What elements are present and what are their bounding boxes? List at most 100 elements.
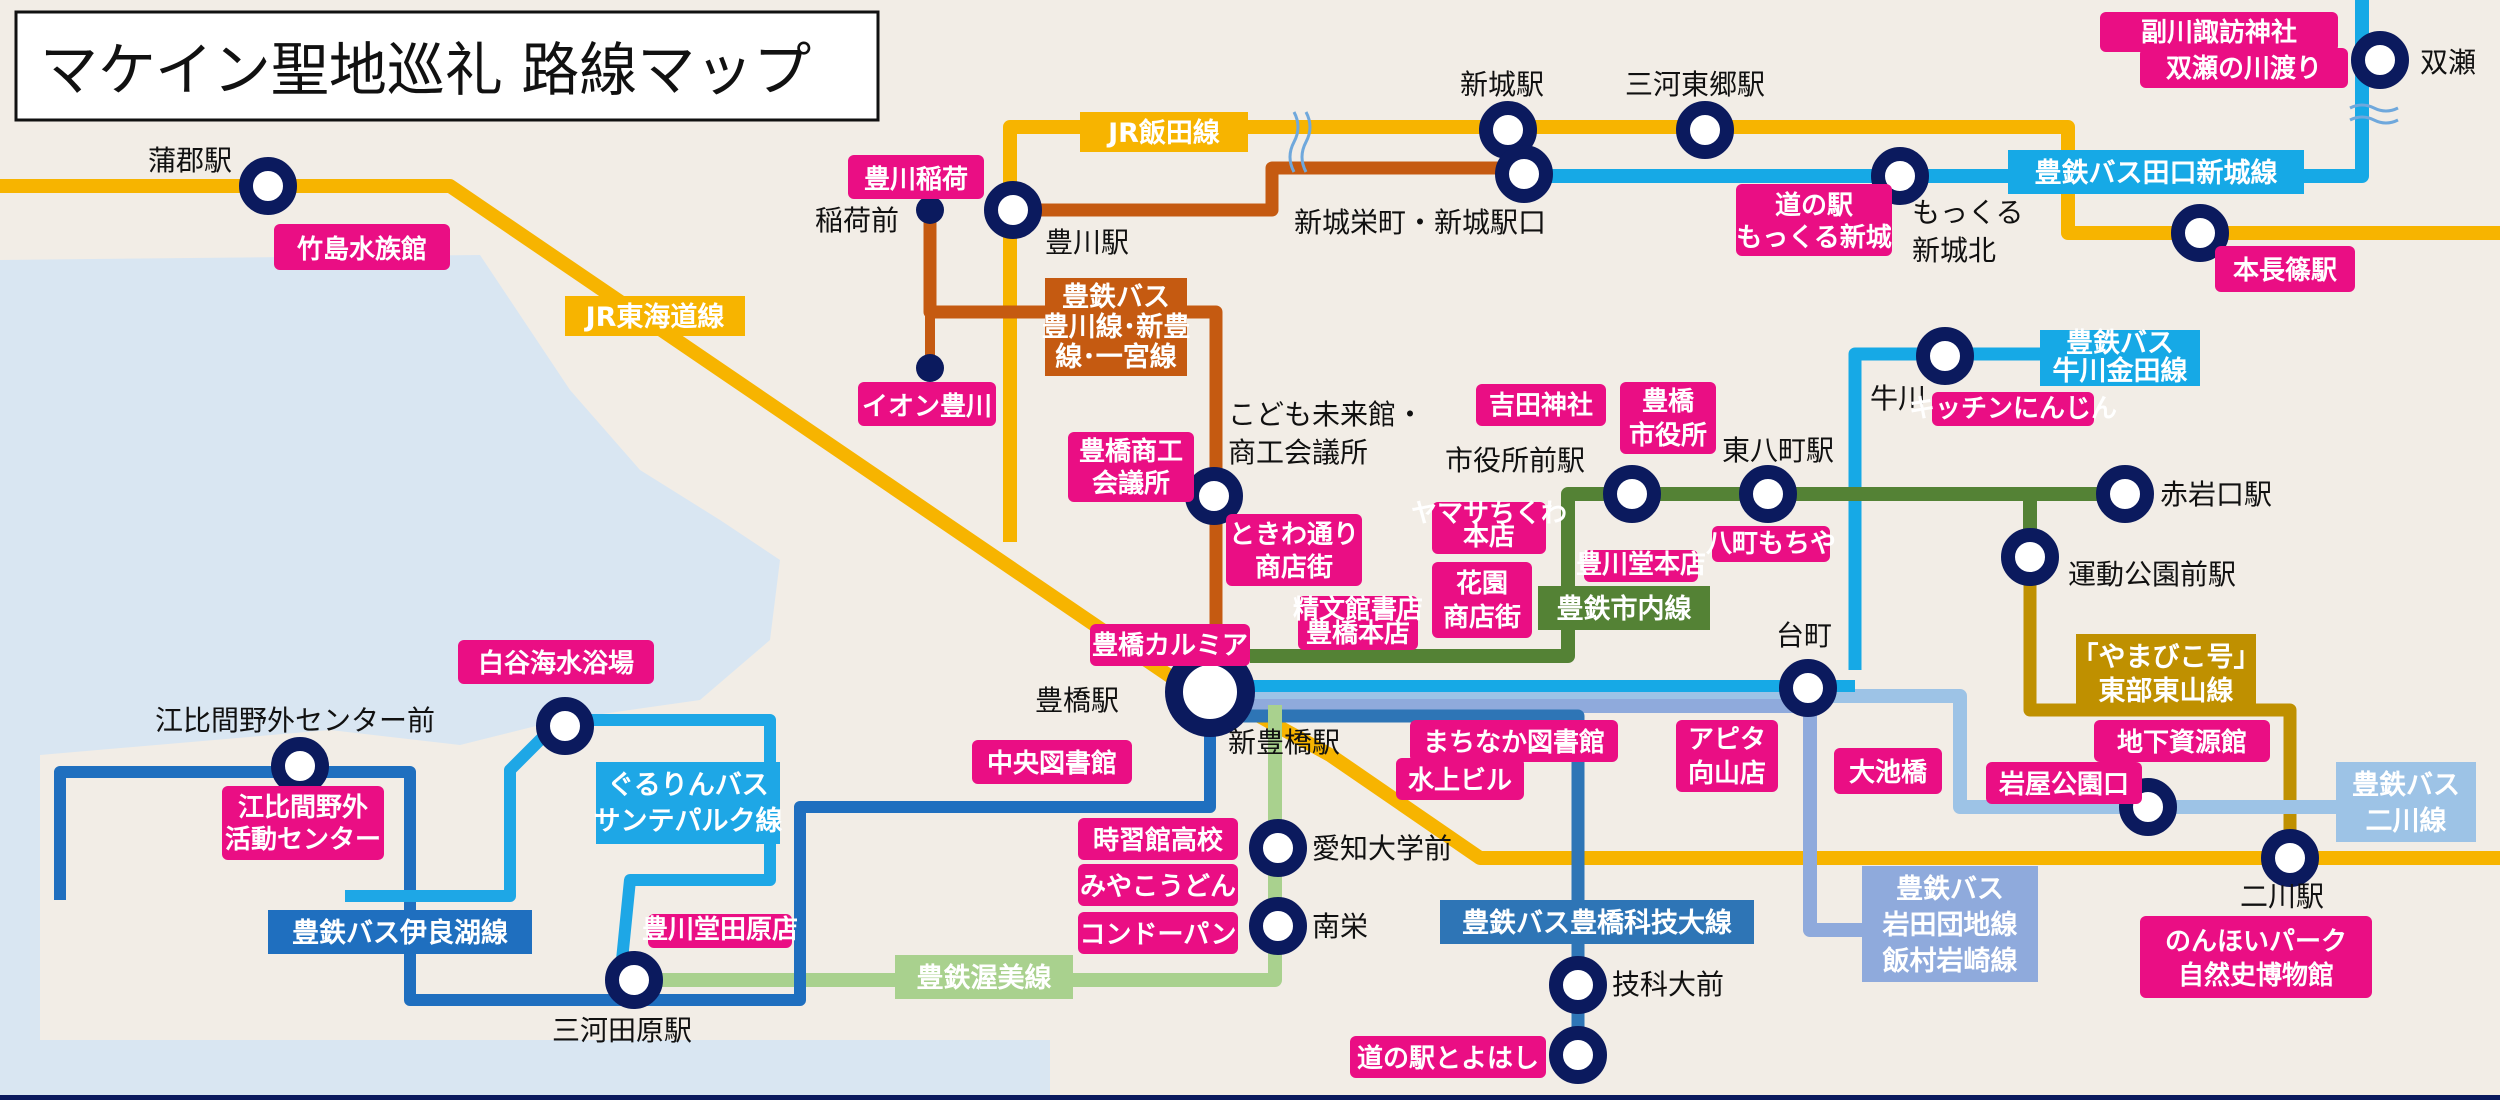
svg-text:豊川稲荷: 豊川稲荷 [864,165,968,195]
svg-text:豊橋: 豊橋 [1642,387,1695,417]
station-label-akaiwaguchi: 赤岩口駅 [2160,478,2272,511]
spot-box-seibunkan[interactable] [1298,596,1418,650]
station-label-toyokawa: 豊川駅 [1045,226,1129,259]
station-label-inari: 稲荷前 [815,204,899,237]
spot-box-chika[interactable] [2094,720,2270,762]
route-label-bus-ushikawa: 豊鉄バス 牛川金田線 [2040,327,2200,387]
station-marker-inari[interactable] [916,196,944,224]
station-marker-daimachi[interactable] [1779,659,1837,717]
svg-text:二川線: 二川線 [2366,805,2447,837]
spot-box-futase-kawa[interactable] [2140,48,2348,88]
svg-text:江比間野外: 江比間野外 [238,793,368,823]
spot-box-toyokawado-honten[interactable] [1584,550,1698,582]
svg-text:豊鉄バス伊良湖線: 豊鉄バス伊良湖線 [292,917,508,949]
svg-text:キッチンにんじん: キッチンにんじん [1909,394,2117,424]
station-marker-ushikawa[interactable] [1916,327,1974,385]
svg-text:中央図書館: 中央図書館 [987,748,1117,779]
svg-text:岩屋公園口: 岩屋公園口 [1998,770,2129,800]
route-line-shinai [1250,487,2130,663]
spot-box-miyako[interactable] [1078,864,1238,906]
svg-text:自然史博物館: 自然史博物館 [2178,960,2334,991]
svg-text:豊鉄市内線: 豊鉄市内線 [1557,593,1692,625]
spot-box-nonhoi[interactable] [2140,916,2372,998]
station-marker-futase[interactable] [2351,31,2409,89]
spot-box-futase-suwa[interactable] [2100,12,2338,52]
station-marker-toyohashi[interactable] [1165,647,1255,737]
svg-text:精文館書店: 精文館書店 [1293,594,1423,625]
station-marker-ebima[interactable] [271,737,329,795]
svg-text:ヤマサちくわ: ヤマサちくわ [1411,499,1567,529]
station-marker-toyokawa[interactable] [984,181,1042,239]
station-marker-honnagashino[interactable] [2171,204,2229,262]
svg-text:向山店: 向山店 [1688,758,1766,789]
spot-box-shirotani[interactable] [458,640,654,684]
station-marker-mikawa-tahara[interactable] [605,951,663,1009]
station-marker-mikawa-togo[interactable] [1676,101,1734,159]
spot-box-kitchen-ninjin[interactable] [1932,392,2094,426]
svg-text:豊川線･新豊: 豊川線･新豊 [1042,311,1191,343]
spot-box-jishukan[interactable] [1078,818,1238,860]
river-mark-iida [1288,111,1312,173]
spot-box-calmia[interactable] [1090,624,1250,666]
svg-text:道の駅とよはし: 道の駅とよはし [1357,1043,1539,1074]
spot-box-tokiwa[interactable] [1226,514,1362,586]
station-label-ushikawa: 牛川 [1870,382,1926,415]
station-label-futagawa-st: 二川駅 [2240,880,2324,913]
station-marker-undokoen[interactable] [2001,528,2059,586]
spot-box-oike[interactable] [1834,748,1942,794]
spot-box-machinaka[interactable] [1410,720,1618,762]
station-marker-futagawa-st[interactable] [2261,829,2319,887]
spot-box-aeon[interactable] [858,382,996,426]
spot-box-michinoeki-mokkuru[interactable] [1736,184,1892,256]
svg-text:飯村岩崎線: 飯村岩崎線 [1883,945,2018,977]
station-marker-aeon[interactable] [916,354,944,382]
station-label-minamisakae: 南栄 [1312,910,1368,943]
station-marker-gikadai[interactable] [1549,956,1607,1014]
svg-text:豊鉄バス: 豊鉄バス [2066,327,2174,359]
spot-box-ebima-center[interactable] [222,786,384,860]
station-marker-higashi-hatcho[interactable] [1739,465,1797,523]
station-label-aichi-univ: 愛知大学前 [1312,832,1452,865]
spot-labels [222,12,2372,1078]
spot-box-apita[interactable] [1676,720,1778,792]
station-marker-michinoeki-toyohashi[interactable] [1549,1026,1607,1084]
svg-text:豊鉄バス: 豊鉄バス [2352,769,2460,801]
svg-text:豊鉄渥美線: 豊鉄渥美線 [917,962,1052,994]
route-label-bus-toyokawa: 豊鉄バス 豊川線･新豊 線･一宮線 [1042,278,1191,376]
spot-box-kaen[interactable] [1432,562,1532,638]
spot-box-condor[interactable] [1078,912,1238,954]
route-line-futagawa [1210,689,2430,814]
route-label-futagawa: 豊鉄バス 二川線 [2336,762,2476,842]
spot-box-toyokawado-tahara[interactable] [648,914,792,948]
svg-text:豊橋カルミア: 豊橋カルミア [1092,631,1248,661]
station-marker-shirotani[interactable] [536,697,594,755]
spot-box-chuo-lib[interactable] [972,740,1132,784]
station-label-daimachi: 台町 [1776,619,1832,652]
spot-box-michinoeki-toyohashi[interactable] [1350,1036,1546,1078]
svg-text:豊鉄バス豊橋科技大線: 豊鉄バス豊橋科技大線 [1462,907,1732,939]
station-marker-minamisakae[interactable] [1249,897,1307,955]
station-marker-shinshiro-sakae[interactable] [1495,145,1553,203]
spot-box-toyokawa-inari[interactable] [848,155,984,199]
station-marker-aichi-univ[interactable] [1249,819,1307,877]
spot-box-yoshida-jinja[interactable] [1476,384,1606,426]
station-label-gikadai: 技科大前 [1612,968,1724,1001]
station-marker-shiyakusho[interactable] [1603,465,1661,523]
station-marker-gamagori[interactable] [239,157,297,215]
spot-box-shoko[interactable] [1068,432,1194,502]
station-label-mokkuru-2: 新城北 [1912,234,1996,267]
spot-box-mizukami[interactable] [1396,758,1524,800]
route-label-higashiyama: 「やまびこ号」 東部東山線 [2072,634,2261,714]
svg-text:豊川堂本店: 豊川堂本店 [1576,550,1706,580]
route-label-atsumi: 豊鉄渥美線 [895,955,1073,999]
spot-box-takeshima[interactable] [274,224,450,270]
station-marker-akaiwaguchi[interactable] [2096,465,2154,523]
spot-box-yamasa[interactable] [1432,502,1546,554]
spot-box-iwaya[interactable] [1986,762,2142,804]
spot-box-honnagashino[interactable] [2215,246,2355,292]
station-marker-kodomo[interactable] [1185,467,1243,525]
spot-box-hatcho-mochiya[interactable] [1712,526,1830,562]
station-label-ebima: 江比間野外センター前 [155,704,435,737]
spot-box-toyohashi-city[interactable] [1620,382,1716,454]
route-line-bus-toyokawa [1010,161,1520,217]
